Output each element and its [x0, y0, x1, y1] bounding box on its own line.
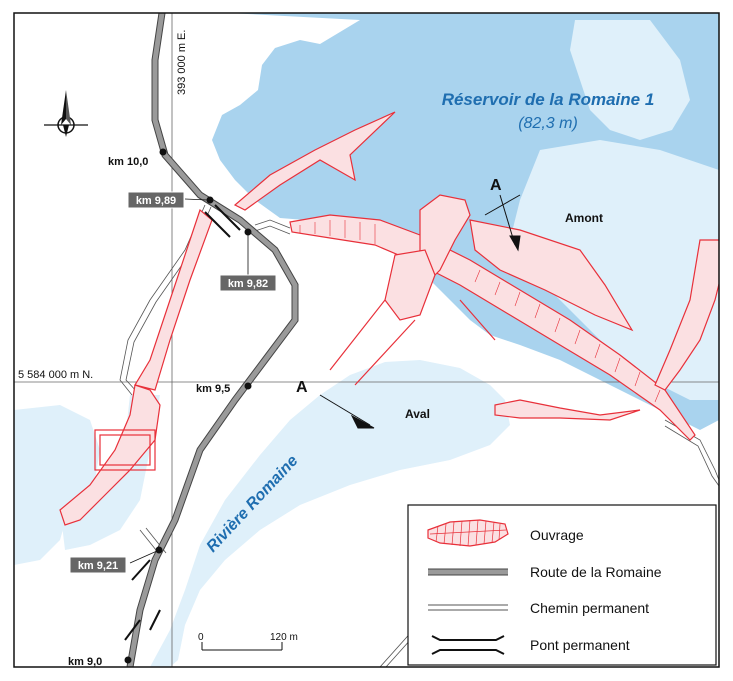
amont-label: Amont [565, 211, 603, 225]
km-box-9-21: km 9,21 [69, 556, 127, 574]
legend-route-label: Route de la Romaine [530, 564, 662, 580]
reservoir-level: (82,3 m) [518, 115, 578, 132]
km-label-9-82: km 9,82 [228, 278, 268, 290]
km-label-9-0: km 9,0 [68, 656, 102, 668]
km-label-10-0: km 10,0 [108, 156, 148, 168]
structure-hatching [299, 220, 661, 403]
scale-end: 120 m [270, 632, 298, 643]
aval-label: Aval [405, 407, 430, 421]
north-arrow-icon [44, 90, 88, 137]
section-line-a [319, 194, 521, 429]
amont-inlet [570, 20, 690, 140]
km-dot-9-0 [124, 656, 132, 664]
km-dot-9-89 [206, 196, 214, 204]
map-frame [13, 12, 720, 668]
amont-water [510, 140, 719, 400]
legend-chemin-symbol [428, 604, 508, 611]
km-box-9-89: km 9,89 [127, 191, 185, 209]
legend-ouvrage-symbol [427, 519, 509, 547]
scale-start: 0 [198, 632, 204, 643]
km-marker-dots [124, 148, 252, 664]
km-dot-9-21 [155, 546, 163, 554]
km-label-9-5: km 9,5 [196, 383, 230, 395]
pont-permanent-marks [124, 204, 241, 641]
km-dot-9-82 [244, 228, 252, 236]
legend-ouvrage-label: Ouvrage [530, 527, 584, 543]
grid-easting-label: 393 000 m E. [176, 30, 188, 95]
grid-northing-label: 5 584 000 m N. [18, 369, 93, 381]
section-a-label-1: A [296, 379, 308, 396]
section-a-label-2: A [490, 177, 502, 194]
km-dot-9-5 [244, 382, 252, 390]
left-water [14, 405, 100, 565]
km-dot-10-0 [159, 148, 167, 156]
scale-bar: 0 120 m [198, 632, 298, 651]
river-water [150, 360, 510, 667]
km-label-9-89: km 9,89 [136, 195, 176, 207]
legend-pont-symbol [431, 635, 505, 655]
km-box-9-82: km 9,82 [219, 274, 277, 292]
ouvrages [59, 111, 719, 526]
legend: Ouvrage Route de la Romaine Chemin perma… [407, 504, 717, 666]
reservoir-name: Réservoir de la Romaine 1 [442, 90, 655, 109]
km-label-9-21: km 9,21 [78, 560, 118, 572]
legend-chemin-label: Chemin permanent [530, 600, 649, 616]
route-de-la-romaine [126, 13, 299, 667]
legend-pont-label: Pont permanent [530, 637, 630, 653]
